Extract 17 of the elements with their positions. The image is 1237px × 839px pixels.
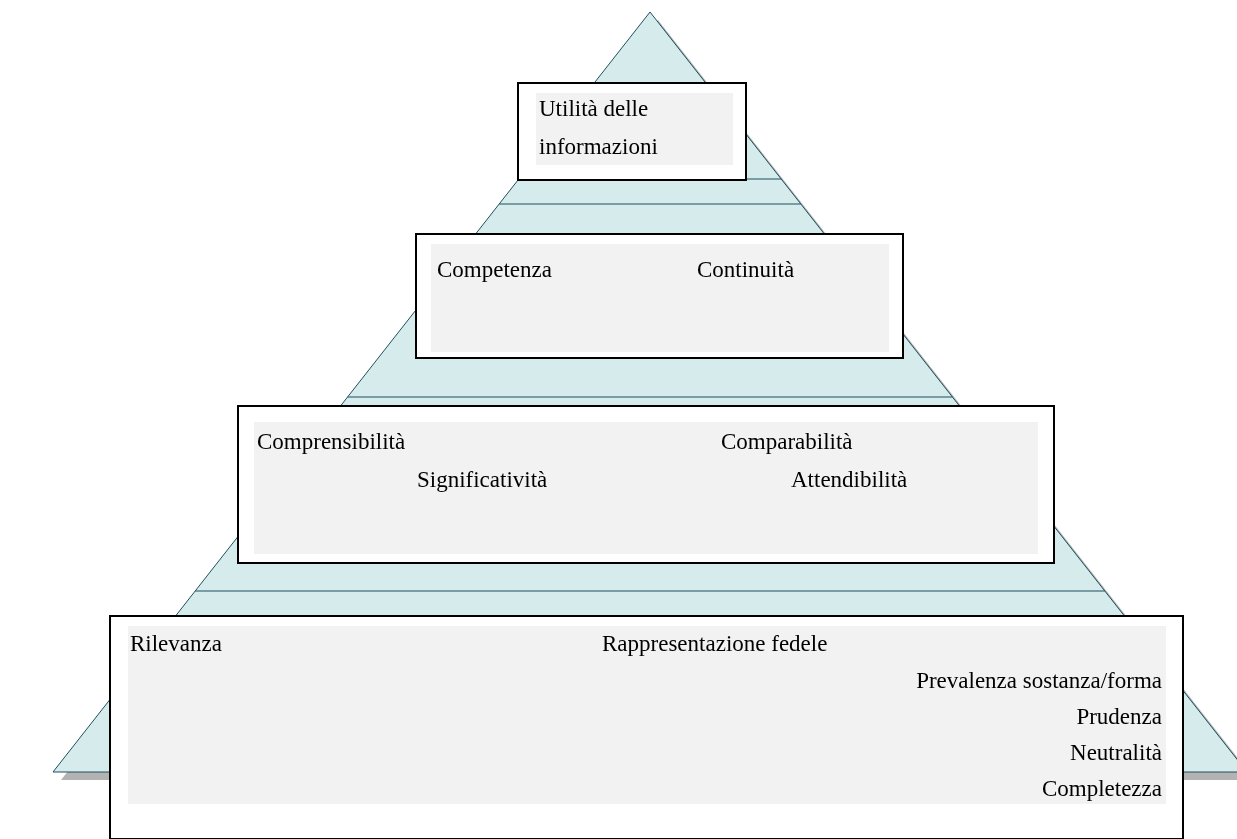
level-label: Rappresentazione fedele xyxy=(602,630,828,658)
level-label: Comparabilità xyxy=(721,428,853,456)
level-box xyxy=(415,233,904,359)
level-label: Attendibilità xyxy=(791,466,908,494)
level-label: Utilità delle informazioni xyxy=(539,95,659,161)
level-label: Competenza xyxy=(437,256,552,284)
level-label: Prudenza xyxy=(1076,703,1162,731)
level-label: Prevalenza sostanza/forma xyxy=(916,667,1162,695)
level-box xyxy=(109,615,1184,839)
level-label: Significatività xyxy=(417,466,548,494)
level-label: Rilevanza xyxy=(130,630,222,658)
level-box xyxy=(237,405,1055,564)
level-box xyxy=(517,82,747,181)
level-label: Continuità xyxy=(697,256,795,284)
level-label: Neutralità xyxy=(1070,739,1162,767)
level-label: Comprensibilità xyxy=(257,428,406,456)
level-label: Completezza xyxy=(1041,775,1162,803)
